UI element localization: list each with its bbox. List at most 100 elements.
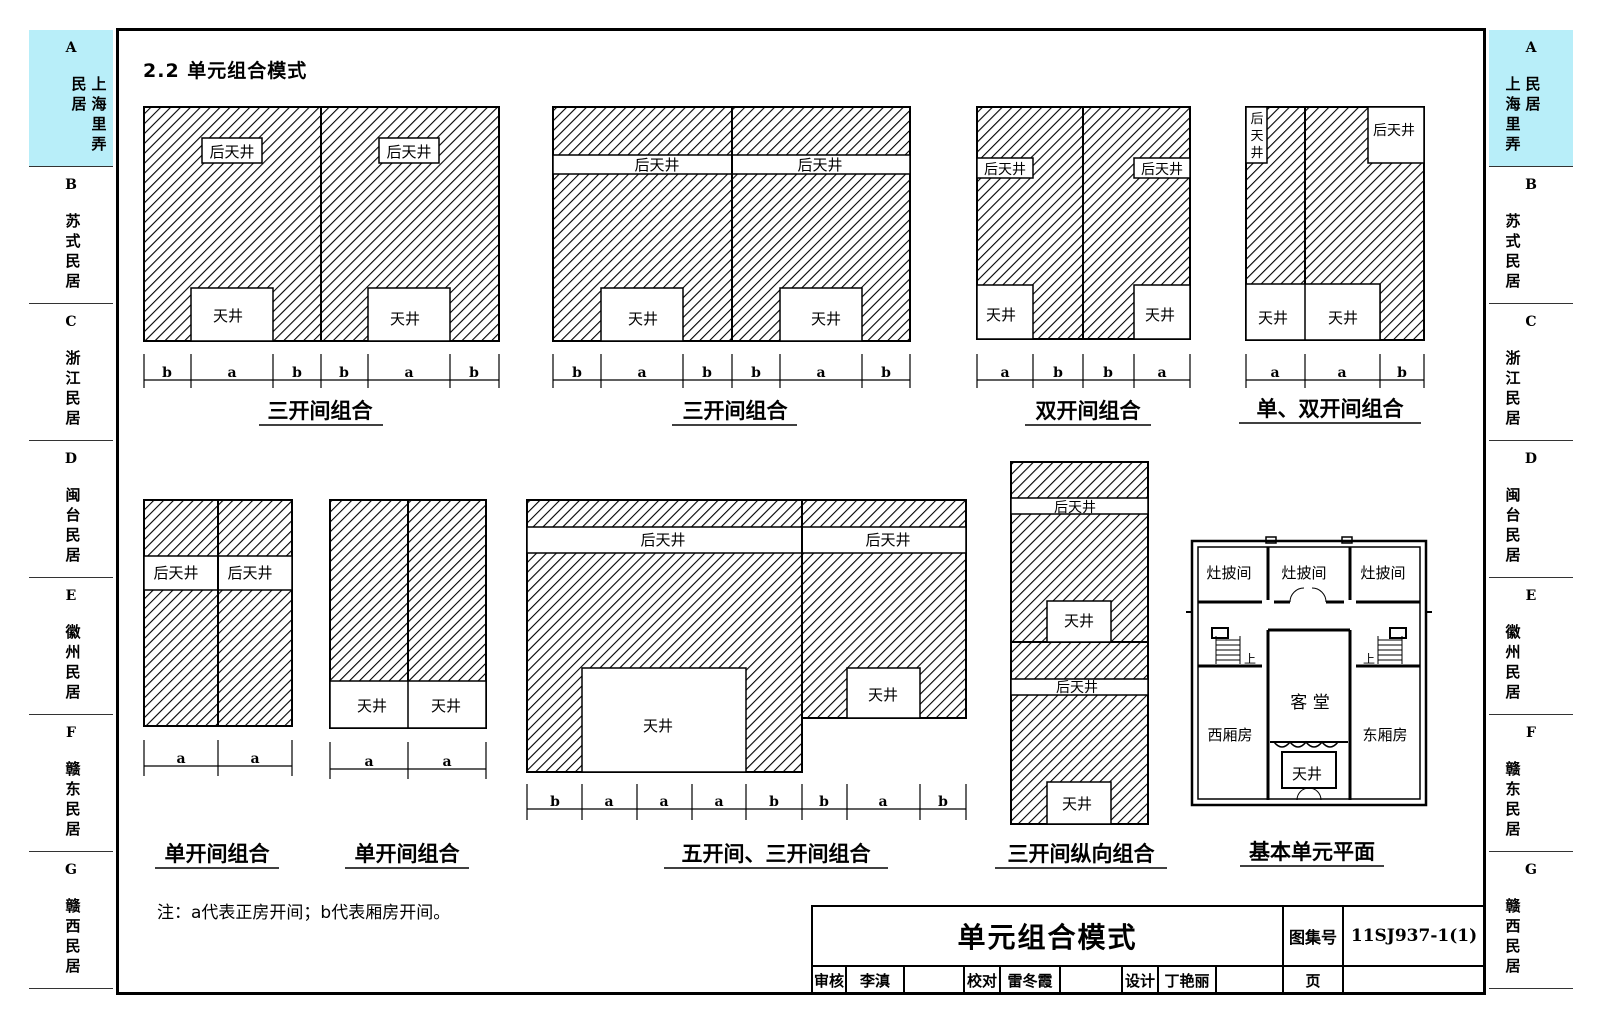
tab-name-col1: 民居 [71,75,87,113]
design-sign [1215,965,1284,995]
tab-name: 赣东民居 [65,760,81,838]
label-court: 天井 [213,307,243,325]
caption-4: 单、双开间组合 [1257,397,1405,421]
drawing-title: 单元组合模式 [811,905,1284,967]
review-sign [903,965,965,995]
dim-b: b [819,794,829,810]
tab-name-col1: 上海里弄 [1505,75,1521,153]
dim-a: a [442,754,451,770]
label-back-court: 后天井 [386,143,431,161]
label-back-court-v: 后 [1250,112,1263,127]
note: 注：a代表正房开间；b代表厢房开间。 [157,903,451,923]
atlas-number: 11SJ937-1(1) [1342,905,1486,967]
label-court: 天井 [357,697,387,715]
dim-a: a [250,751,259,767]
tab-b-right[interactable]: B 苏式民居 [1489,167,1573,304]
label-back-court: 后天井 [1373,123,1415,139]
tab-letter: D [64,451,78,467]
tab-letter: G [1525,862,1537,878]
dim-b: b [938,794,948,810]
caption-6: 单开间组合 [355,842,461,866]
dim-b: b [339,365,349,381]
tab-f-right[interactable]: F 赣东民居 [1489,715,1573,852]
tab-a-right[interactable]: A 上海里弄 民居 [1489,30,1573,167]
label-court: 天井 [811,310,841,328]
caption-1: 三开间组合 [268,399,374,423]
tab-f-left[interactable]: F 赣东民居 [29,715,113,852]
designer: 丁艳丽 [1157,965,1217,995]
tab-b-left[interactable]: B 苏式民居 [29,167,113,304]
tab-d-right[interactable]: D 闽台民居 [1489,441,1573,578]
label-court: 天井 [643,717,673,735]
label-court: 天井 [1145,306,1175,324]
tab-letter: A [1525,40,1537,56]
label-back-court: 后天井 [227,564,272,582]
tab-name: 浙江民居 [1505,349,1521,427]
dim-a: a [404,365,413,381]
tab-letter: E [1525,588,1537,604]
section-title: 2.2 单元组合模式 [143,60,308,82]
label-up: 上 [1363,652,1375,666]
dim-a: a [1270,365,1279,381]
dim-b: b [292,365,302,381]
dim-a: a [604,794,613,810]
label-court: 天井 [1064,612,1094,630]
tab-letter: F [1526,725,1536,741]
tab-name: 浙江民居 [65,349,81,427]
label-back-court: 后天井 [1056,680,1098,696]
left-tab-column: A 民居 上海里弄 B 苏式民居 C 浙江民居 D 闽台民居 E 徽州民居 F … [29,30,113,1000]
dim-b: b [550,794,560,810]
tab-c-left[interactable]: C 浙江民居 [29,304,113,441]
label-kitchen: 灶披间 [1281,564,1326,582]
dim-b: b [769,794,779,810]
tab-g-left[interactable]: G 赣西民居 [29,852,113,989]
tab-c-right[interactable]: C 浙江民居 [1489,304,1573,441]
label-kitchen: 灶披间 [1360,564,1405,582]
label-court: 天井 [868,686,898,704]
dim-a: a [1337,365,1346,381]
label-back-court: 后天井 [640,531,685,549]
caption-2: 三开间组合 [683,399,789,423]
dim-b: b [1103,365,1113,381]
tab-g-right[interactable]: G 赣西民居 [1489,852,1573,989]
label-back-court: 后天井 [865,531,910,549]
tab-name-col2: 上海里弄 [91,75,107,153]
tab-name: 赣西民居 [65,897,81,975]
label-back-court: 后天井 [209,143,254,161]
dim-a: a [227,365,236,381]
tab-a-left[interactable]: A 民居 上海里弄 [29,30,113,167]
dim-b: b [572,365,582,381]
label-east-wing: 东厢房 [1362,726,1407,744]
page-number [1342,965,1486,995]
check-sign [1059,965,1123,995]
dim-b: b [702,365,712,381]
dim-a: a [176,751,185,767]
dim-b: b [162,365,172,381]
dim-a: a [714,794,723,810]
label-court: 天井 [986,306,1016,324]
tab-letter: C [1525,314,1537,330]
label-court: 天井 [390,310,420,328]
page-label: 页 [1282,965,1344,995]
label-up: 上 [1244,652,1256,666]
label-court: 天井 [1258,309,1288,327]
drawing-frame [116,28,1486,995]
tab-e-left[interactable]: E 徽州民居 [29,578,113,715]
tab-d-left[interactable]: D 闽台民居 [29,441,113,578]
dim-a: a [1000,365,1009,381]
label-back-court: 后天井 [153,564,198,582]
label-back-court: 后天井 [1054,500,1096,516]
dim-b: b [1397,365,1407,381]
tab-e-right[interactable]: E 徽州民居 [1489,578,1573,715]
label-back-court: 后天井 [1141,162,1183,178]
checker: 雷冬霞 [999,965,1061,995]
label-back-court: 后天井 [634,156,679,174]
dim-a: a [364,754,373,770]
label-back-court: 后天井 [797,156,842,174]
tab-letter: D [1524,451,1538,467]
title-block: 单元组合模式 图集号 11SJ937-1(1) 审核 李滇 校对 雷冬霞 设计 … [811,905,1486,995]
label-back-court-v: 天 [1250,129,1263,144]
tab-name: 闽台民居 [65,486,81,564]
label-court: 天井 [1062,795,1092,813]
